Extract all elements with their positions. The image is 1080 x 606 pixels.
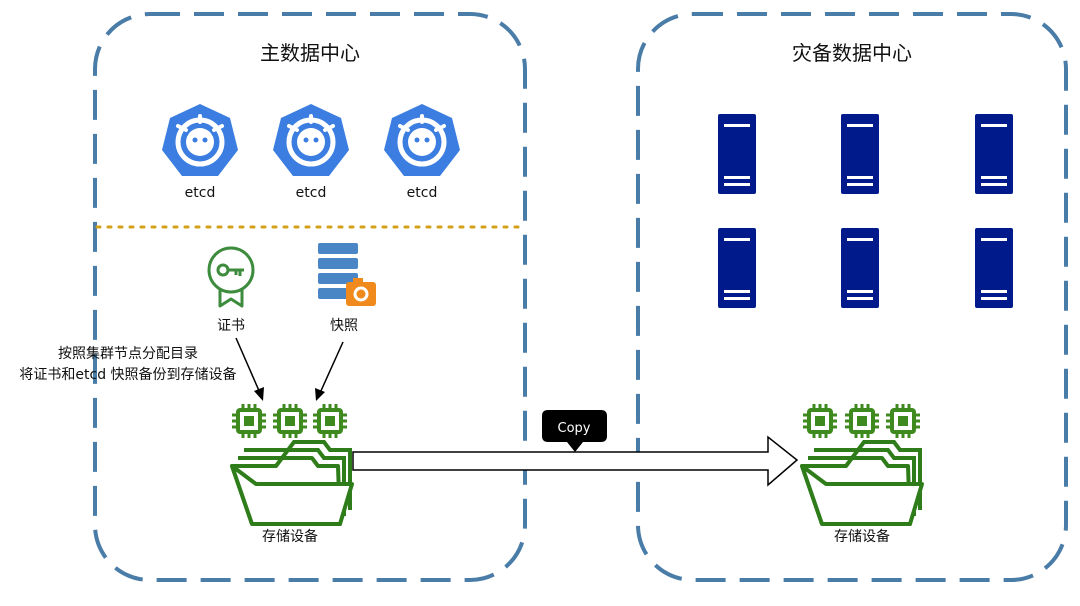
etcd-label: etcd	[185, 185, 216, 201]
storage-folder-icon	[800, 440, 924, 526]
note-line-2: 将证书和etcd 快照备份到存储设备	[19, 366, 236, 383]
chip-icon	[271, 402, 309, 440]
copy-label: Copy	[558, 421, 591, 436]
chip-icon	[843, 402, 881, 440]
dr-storage-label: 存储设备	[834, 528, 890, 545]
etcd-label: etcd	[407, 185, 438, 201]
etcd-icon	[273, 104, 349, 176]
storage-folder-icon	[230, 440, 354, 526]
note-line-1: 按照集群节点分配目录	[58, 345, 198, 362]
server-icon	[718, 228, 756, 308]
server-icon	[841, 228, 879, 308]
etcd-icon	[162, 104, 238, 176]
server-icon	[975, 228, 1013, 308]
primary-title: 主数据中心	[260, 41, 360, 65]
primary-storage-label: 存储设备	[262, 528, 318, 545]
etcd-node: etcd	[384, 104, 460, 201]
snapshot-label: 快照	[330, 318, 358, 334]
chip-icon	[230, 402, 268, 440]
etcd-icon	[384, 104, 460, 176]
chip-icon	[884, 402, 922, 440]
copy-arrow	[352, 435, 799, 487]
certificate-icon	[207, 246, 255, 308]
chip-icon	[801, 402, 839, 440]
arrow-certificate-to-storage	[235, 337, 264, 401]
etcd-node: etcd	[273, 104, 349, 201]
arrow-snapshot-to-storage	[315, 341, 344, 401]
etcd-node: etcd	[162, 104, 238, 201]
server-icon	[841, 114, 879, 194]
etcd-label: etcd	[296, 185, 327, 201]
server-icon	[718, 114, 756, 194]
chip-icon	[311, 402, 349, 440]
certificate-label: 证书	[217, 318, 245, 334]
dr-datacenter-border	[636, 12, 1068, 582]
snapshot-icon	[318, 243, 376, 306]
server-icon	[975, 114, 1013, 194]
dr-title: 灾备数据中心	[792, 41, 912, 65]
primary-datacenter-border	[93, 12, 527, 582]
copy-callout: Copy	[542, 410, 607, 452]
